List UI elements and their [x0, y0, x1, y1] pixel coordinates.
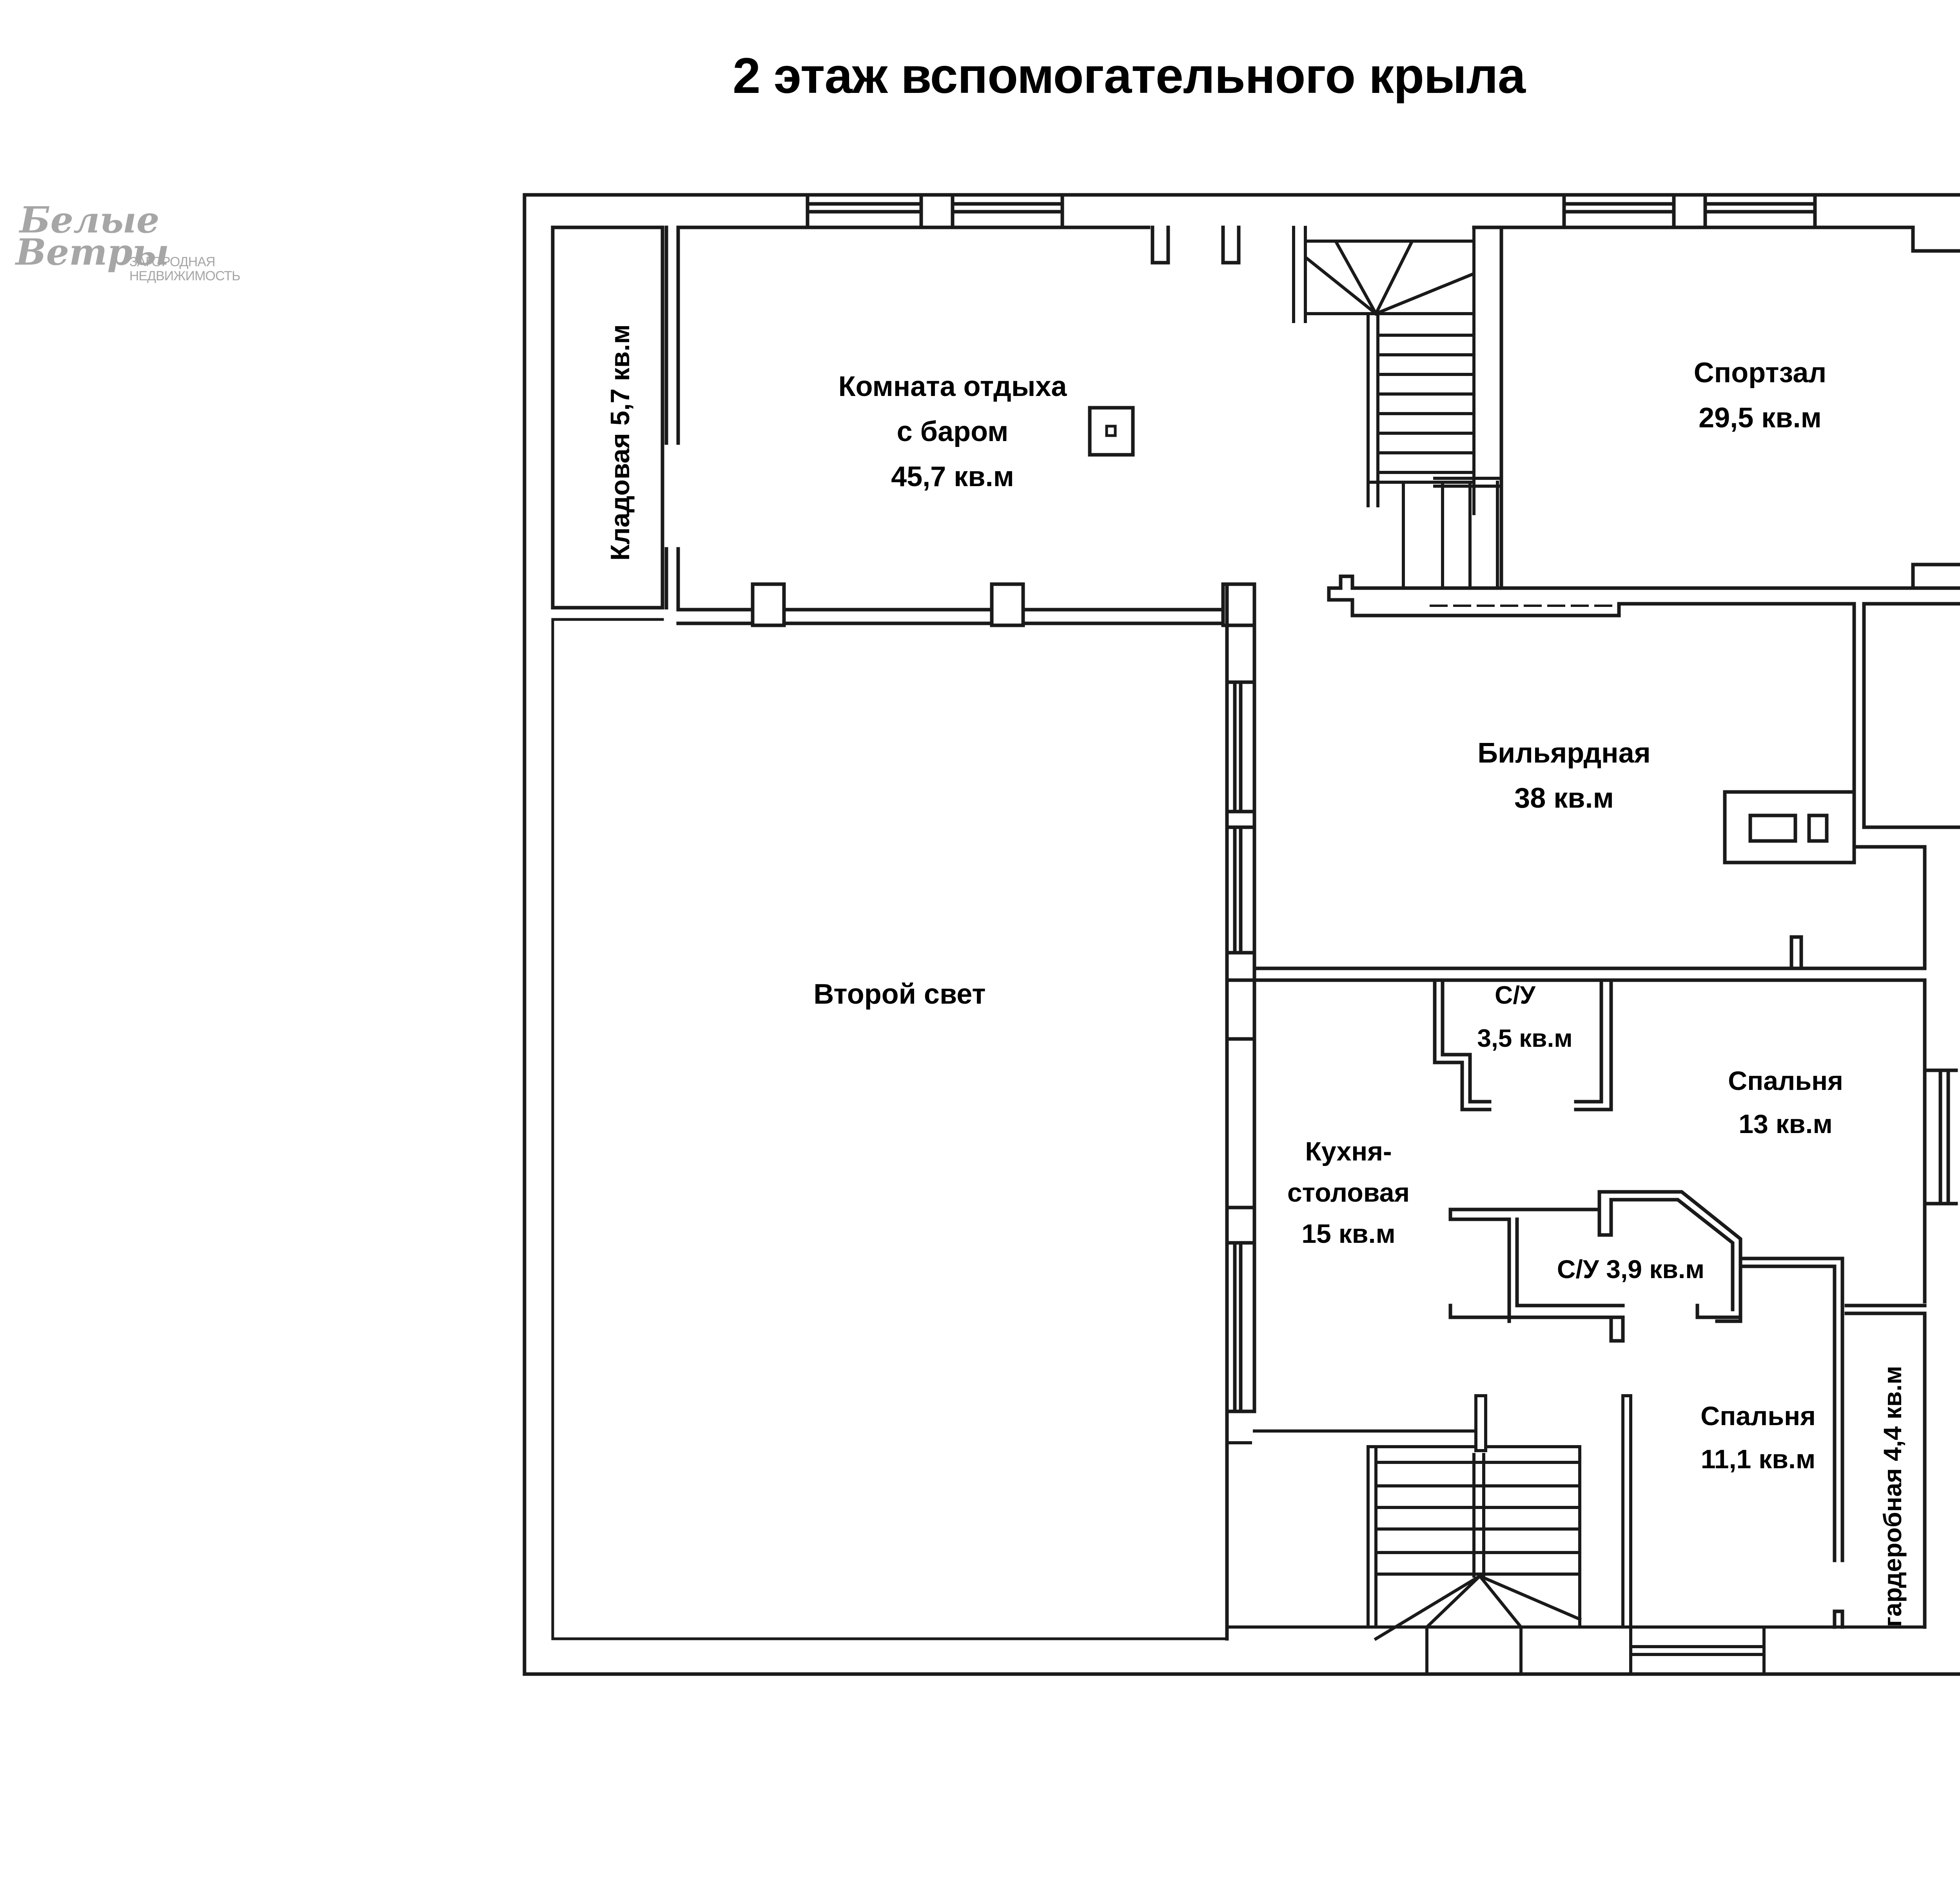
- wc1-name: С/У: [1495, 981, 1536, 1009]
- lounge-name1: Комната отдыха: [838, 371, 1067, 402]
- bedroom1-area: 13 кв.м: [1739, 1109, 1833, 1139]
- wardrobe-room: [1833, 1304, 1927, 1629]
- bedroom1-name: Спальня: [1728, 1066, 1843, 1096]
- room-labels: Кладовая 5,7 кв.м Комната отдыха с баром…: [605, 324, 1907, 1627]
- bedroom2-name: Спальня: [1700, 1401, 1816, 1431]
- company-logo: Белые Ветры ЗАГОРОДНАЯ НЕДВИЖИМОСТЬ: [12, 199, 240, 294]
- staircase-top: [1292, 226, 1503, 590]
- storage-room: [551, 225, 680, 610]
- outer-walls: [523, 193, 1960, 1676]
- logo-line1: Белые: [20, 199, 160, 241]
- kitchen-name2: столовая: [1287, 1178, 1410, 1208]
- storage-label: Кладовая 5,7 кв.м: [605, 324, 635, 561]
- billiard-room: [1225, 574, 1960, 1641]
- logo-tagline1: ЗАГОРОДНАЯ: [129, 254, 216, 269]
- wc2-room: [1448, 1190, 1844, 1562]
- billiard-name: Бильярдная: [1477, 737, 1650, 769]
- wc2-label: С/У 3,9 кв.м: [1557, 1255, 1704, 1284]
- kitchen-walls: [1225, 978, 1256, 1413]
- lounge-room: [676, 193, 1256, 627]
- logo-line2: Ветры: [16, 231, 169, 273]
- lounge-area: 45,7 кв.м: [891, 461, 1014, 492]
- wardrobe-label: гардеробная 4,4 кв.м: [1878, 1366, 1907, 1627]
- gym-room: [1472, 193, 1960, 590]
- bedroom1-room: [1923, 978, 1958, 1304]
- kitchen-area: 15 кв.м: [1301, 1219, 1396, 1249]
- page-title: 2 этаж вспомогательного крыла: [733, 48, 1526, 104]
- second-light-name: Второй свет: [813, 979, 985, 1010]
- logo-script: Белые Ветры: [16, 199, 169, 270]
- wc1-room: [1252, 978, 1927, 1111]
- gym-area: 29,5 кв.м: [1699, 402, 1822, 434]
- second-light-area: [551, 618, 1229, 1640]
- billiard-area: 38 кв.м: [1514, 783, 1614, 814]
- logo-tagline: ЗАГОРОДНАЯ НЕДВИЖИМОСТЬ: [129, 255, 240, 283]
- logo-tagline2: НЕДВИЖИМОСТЬ: [129, 269, 240, 283]
- staircase-bottom: [1225, 1394, 1926, 1676]
- wc1-area: 3,5 кв.м: [1477, 1024, 1572, 1052]
- gym-name: Спортзал: [1694, 357, 1826, 389]
- kitchen-name1: Кухня-: [1305, 1137, 1392, 1166]
- lounge-name2: с баром: [897, 416, 1009, 447]
- bedroom2-area: 11,1 кв.м: [1701, 1444, 1816, 1474]
